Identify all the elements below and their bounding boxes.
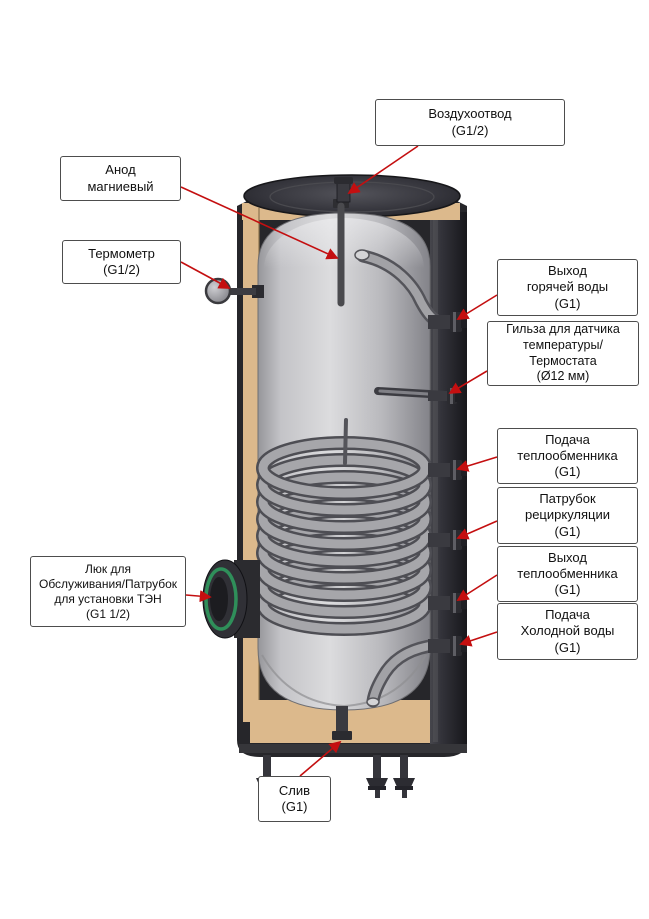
label-service-hatch: Люк для Обслуживания/Патрубок для устано… [30,556,186,627]
label-sensor-sleeve: Гильза для датчика температуры/ Термоста… [487,321,639,386]
arrow-air-vent [347,145,419,195]
arrow-anode [180,186,339,260]
arrow-recirculation [456,520,498,540]
arrow-drain [299,740,342,777]
arrow-service-hatch [185,590,212,603]
leg-middle [366,755,388,798]
pipe-recirculation [428,530,467,550]
label-hx-supply: Подача теплообменника (G1) [497,428,638,484]
label-anode: Анод магниевый [60,156,181,201]
arrow-hx-outlet [456,574,498,601]
callout-arrows [180,145,498,777]
label-cold-water-inlet: Подача Холодной воды (G1) [497,603,638,660]
air-vent-fitting [334,177,353,203]
label-recirculation: Патрубок рециркуляции (G1) [497,487,638,544]
label-thermometer: Термометр (G1/2) [62,240,181,284]
arrow-hot-water-outlet [456,294,498,320]
pipe-cold-water-inlet [428,636,467,656]
arrow-hx-supply [456,456,498,472]
leg-right [393,755,415,798]
pipe-hot-water-outlet [428,312,467,332]
cold-water-pipe [366,638,444,708]
pipe-hx-supply [428,460,467,480]
heating-coil [256,436,432,636]
arrow-sensor-sleeve [448,370,488,394]
sensor-tube [343,418,348,465]
label-drain: Слив (G1) [258,776,331,822]
service-flange [202,559,260,639]
drain-fitting [332,706,352,740]
arrow-thermometer [180,261,231,289]
label-hx-outlet: Выход теплообменника (G1) [497,546,638,602]
arrow-cold-water-inlet [459,631,498,647]
label-hot-water-outlet: Выход горячей воды (G1) [497,259,638,316]
label-air-vent: Воздухоотвод (G1/2) [375,99,565,146]
pipe-hx-outlet [428,593,467,613]
